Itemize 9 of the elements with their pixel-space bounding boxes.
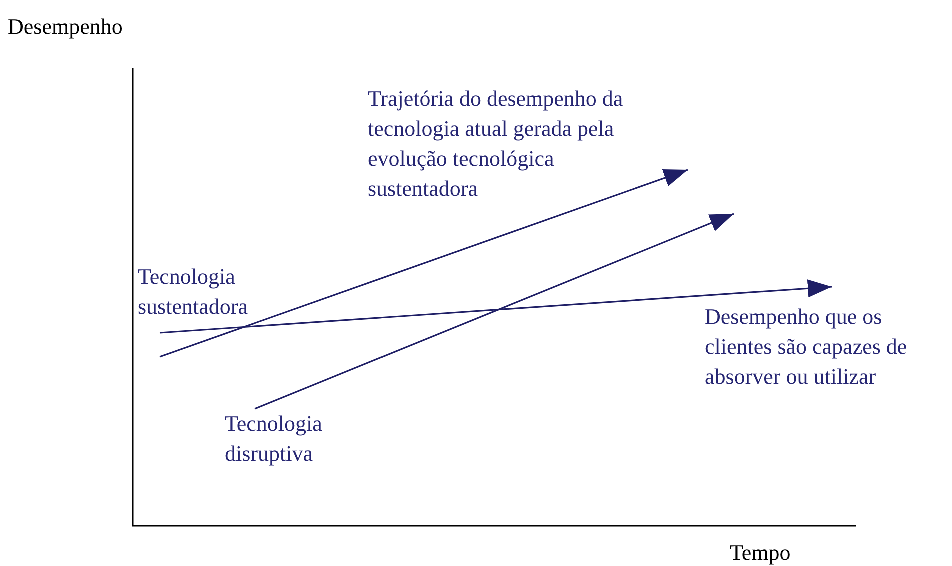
line-label: Desempenho que os clientes são capazes de absorver ou utilizar <box>705 302 952 392</box>
axis-title: Tempo <box>730 540 791 566</box>
arrow <box>160 280 832 334</box>
annotation-text: Trajetória do desempenho da tecnologia atual gerada pela evolução tecnológica sustentadora <box>368 84 688 204</box>
arrow <box>160 169 688 358</box>
line-label: Tecnologia disruptiva <box>225 409 355 469</box>
line-label: Tecnologia sustentadora <box>138 262 278 322</box>
axis-title: Desempenho <box>8 14 123 40</box>
arrow <box>254 213 734 410</box>
